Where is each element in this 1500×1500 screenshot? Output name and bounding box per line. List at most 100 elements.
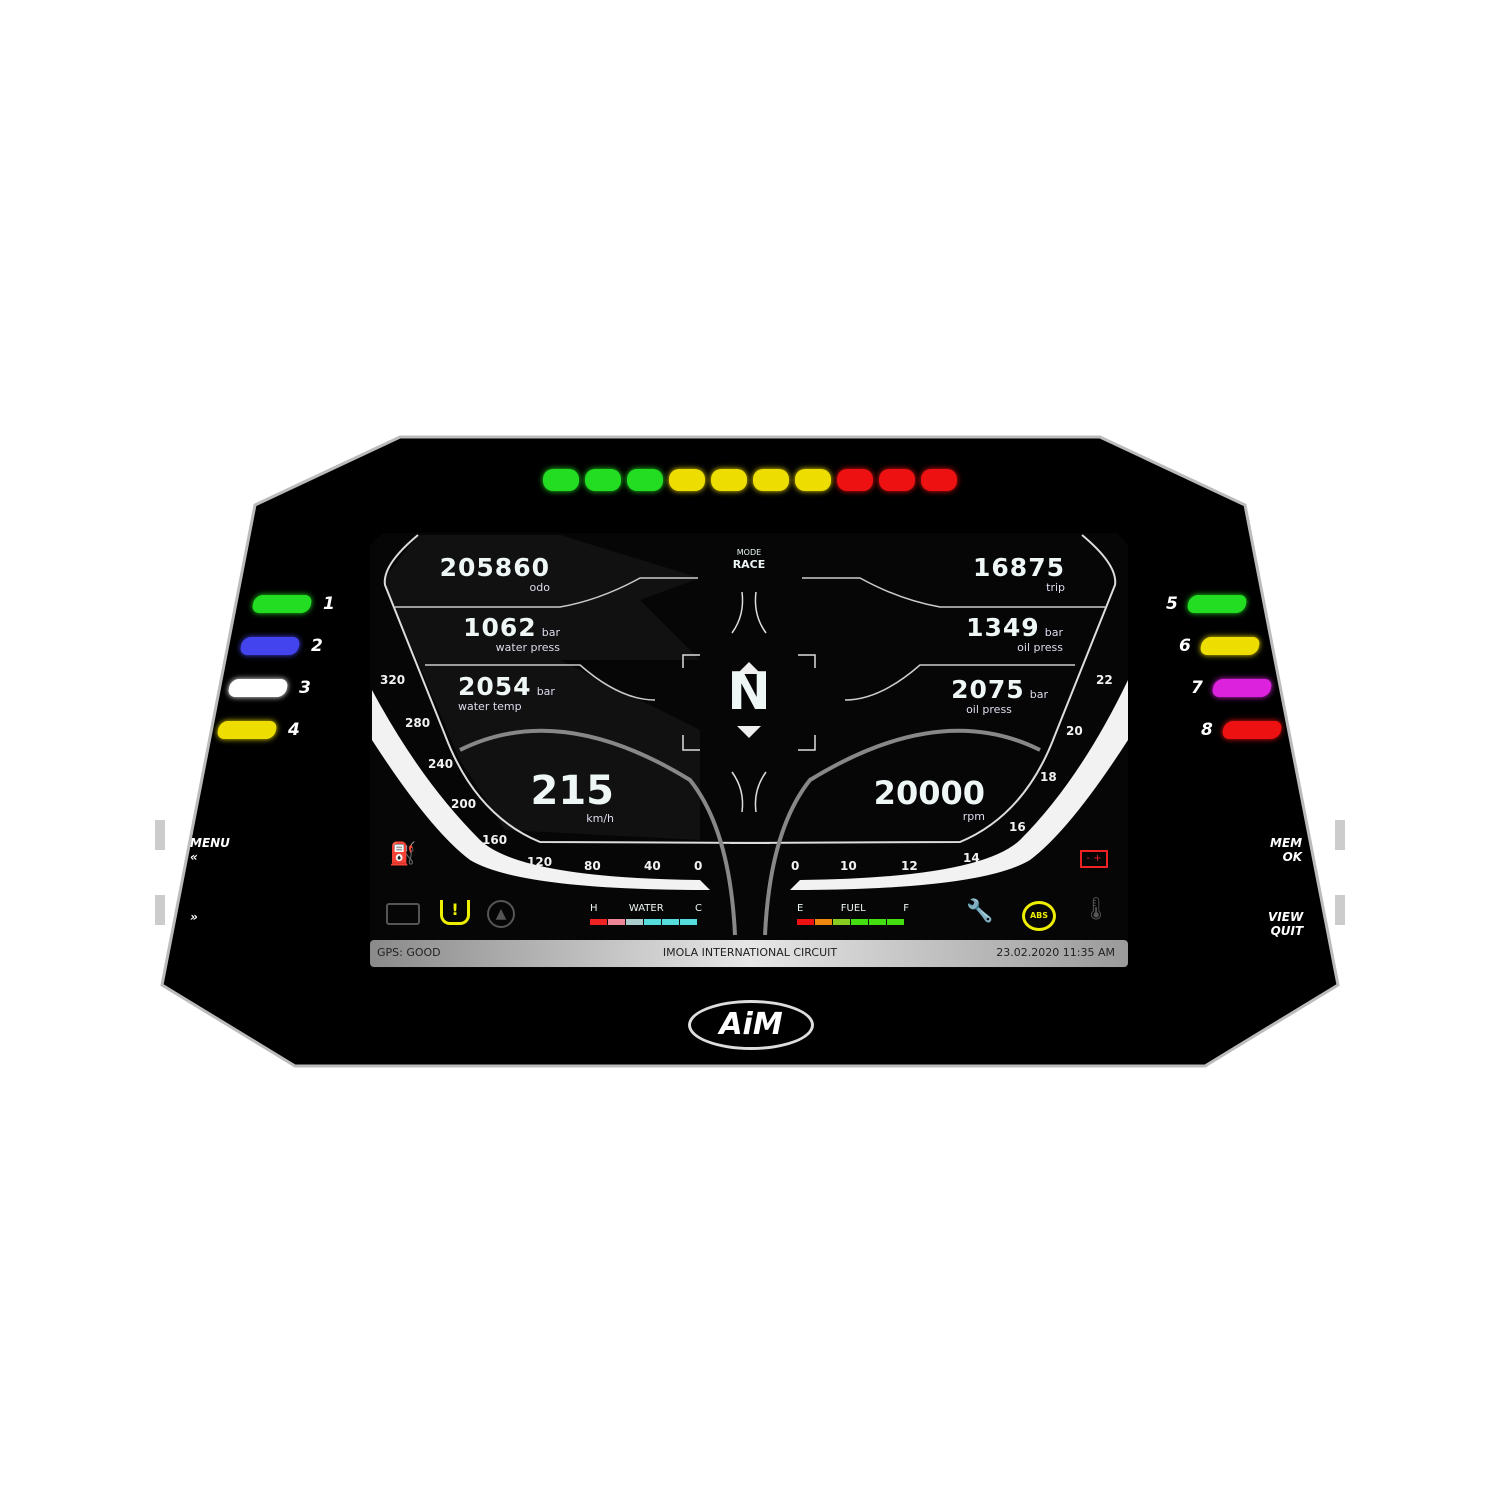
water-press-field: 1062 bar water press xyxy=(455,614,560,654)
shift-light xyxy=(627,469,663,491)
rpm-tick: 0 xyxy=(791,859,800,873)
mem-label: MEM xyxy=(1270,836,1303,850)
track-name: IMOLA INTERNATIONAL CIRCUIT xyxy=(662,946,838,959)
water-press-value: 1062 xyxy=(463,613,537,642)
water-press-label: water press xyxy=(495,641,560,654)
trip-label: trip xyxy=(1046,581,1065,594)
battery-icon: - + xyxy=(1080,850,1108,868)
side-led-2 xyxy=(239,637,301,655)
speed-value: 215 xyxy=(530,768,615,814)
side-led-7 xyxy=(1211,679,1273,697)
shift-light xyxy=(585,469,621,491)
fuel-full-label: F xyxy=(903,903,909,914)
rpm-tick: 20 xyxy=(1066,724,1083,738)
tire-pressure-icon: ! xyxy=(440,900,470,925)
water-segment xyxy=(608,919,625,925)
side-led-3 xyxy=(227,679,289,697)
fuel-segment xyxy=(887,919,904,925)
rpm-tick: 12 xyxy=(901,859,918,873)
water-hot-label: H xyxy=(590,903,598,914)
abs-icon: ABS xyxy=(1022,901,1056,931)
speed-tick: 240 xyxy=(428,757,454,771)
speed-tick: 320 xyxy=(380,673,406,687)
fuel-segment xyxy=(815,919,832,925)
oil-press-2-unit: bar xyxy=(1029,688,1048,701)
oil-press-2-label: oil press xyxy=(966,703,1012,716)
shift-light xyxy=(711,469,747,491)
speed-tick: 80 xyxy=(584,859,601,873)
side-led-1 xyxy=(251,595,313,613)
next-arrow: » xyxy=(190,910,198,924)
speed-tick: 40 xyxy=(644,859,661,873)
water-segment xyxy=(626,919,643,925)
fuel-empty-label: E xyxy=(797,903,804,914)
water-gauge: H WATER C xyxy=(590,903,702,925)
water-bar xyxy=(590,919,702,925)
fuel-gauge: E FUEL F xyxy=(797,903,909,925)
traction-warning-icon: ▲ xyxy=(487,900,515,928)
odo-label: odo xyxy=(529,581,550,594)
rpm-tick: 16 xyxy=(1009,820,1026,834)
date-time: 23.02.2020 11:35 AM xyxy=(996,946,1115,959)
next-button[interactable]: » xyxy=(190,910,198,924)
check-engine-icon xyxy=(386,903,420,925)
led-number: 7 xyxy=(1191,678,1203,698)
water-press-unit: bar xyxy=(541,626,560,639)
side-led-5 xyxy=(1186,595,1248,613)
shift-light xyxy=(669,469,705,491)
side-led-4 xyxy=(216,721,278,739)
water-segment xyxy=(644,919,661,925)
odo-field: 205860 odo xyxy=(420,554,550,594)
trip-value: 16875 xyxy=(973,553,1065,582)
fuel-label: FUEL xyxy=(840,903,866,914)
speed-tick: 120 xyxy=(527,855,553,869)
oil-press-2-field: 2075 bar oil press xyxy=(930,676,1048,716)
led-number: 2 xyxy=(311,636,323,656)
coolant-temp-icon: 🌡 xyxy=(1082,897,1110,922)
shift-light xyxy=(921,469,957,491)
fuel-segment xyxy=(869,919,886,925)
rpm-tick: 14 xyxy=(963,851,980,865)
speed-tick: 0 xyxy=(694,859,703,873)
fuel-segment xyxy=(833,919,850,925)
mode-value: RACE xyxy=(732,558,766,571)
oil-press-field: 1349 bar oil press xyxy=(945,614,1063,654)
speed-readout: 215 km/h xyxy=(522,768,615,825)
led-number: 6 xyxy=(1179,636,1191,656)
rpm-tick: 10 xyxy=(840,859,857,873)
gps-status: GPS: GOOD xyxy=(377,946,441,959)
rpm-unit: rpm xyxy=(962,810,985,823)
aim-logo: AiM xyxy=(688,1000,814,1050)
trip-field: 16875 trip xyxy=(950,554,1065,594)
water-segment xyxy=(662,919,679,925)
led-number: 3 xyxy=(299,678,311,698)
menu-button[interactable]: MENU« xyxy=(190,836,230,864)
led-number: 5 xyxy=(1166,594,1178,614)
view-label: VIEW xyxy=(1268,910,1304,924)
fuel-segment xyxy=(797,919,814,925)
water-segment xyxy=(590,919,607,925)
wrench-icon: 🔧 xyxy=(966,899,994,924)
mode-label: MODE xyxy=(736,548,762,557)
side-led-6 xyxy=(1199,637,1261,655)
water-temp-value: 2054 xyxy=(458,672,532,701)
mode-display: MODE RACE xyxy=(720,548,778,571)
odo-value: 205860 xyxy=(439,553,550,582)
speed-unit: km/h xyxy=(586,812,614,825)
water-temp-label: water temp xyxy=(458,700,522,713)
shift-lights xyxy=(543,469,957,491)
led-number: 8 xyxy=(1201,720,1213,740)
oil-press-value: 1349 xyxy=(966,613,1040,642)
speed-tick: 200 xyxy=(451,797,477,811)
menu-arrow: « xyxy=(190,850,198,864)
water-cold-label: C xyxy=(695,903,702,914)
oil-press-2-value: 2075 xyxy=(951,675,1025,704)
oil-press-label: oil press xyxy=(1017,641,1063,654)
fuel-bar xyxy=(797,919,909,925)
water-label: WATER xyxy=(628,903,664,914)
shift-light xyxy=(879,469,915,491)
rpm-readout: 20000 rpm xyxy=(840,776,985,823)
